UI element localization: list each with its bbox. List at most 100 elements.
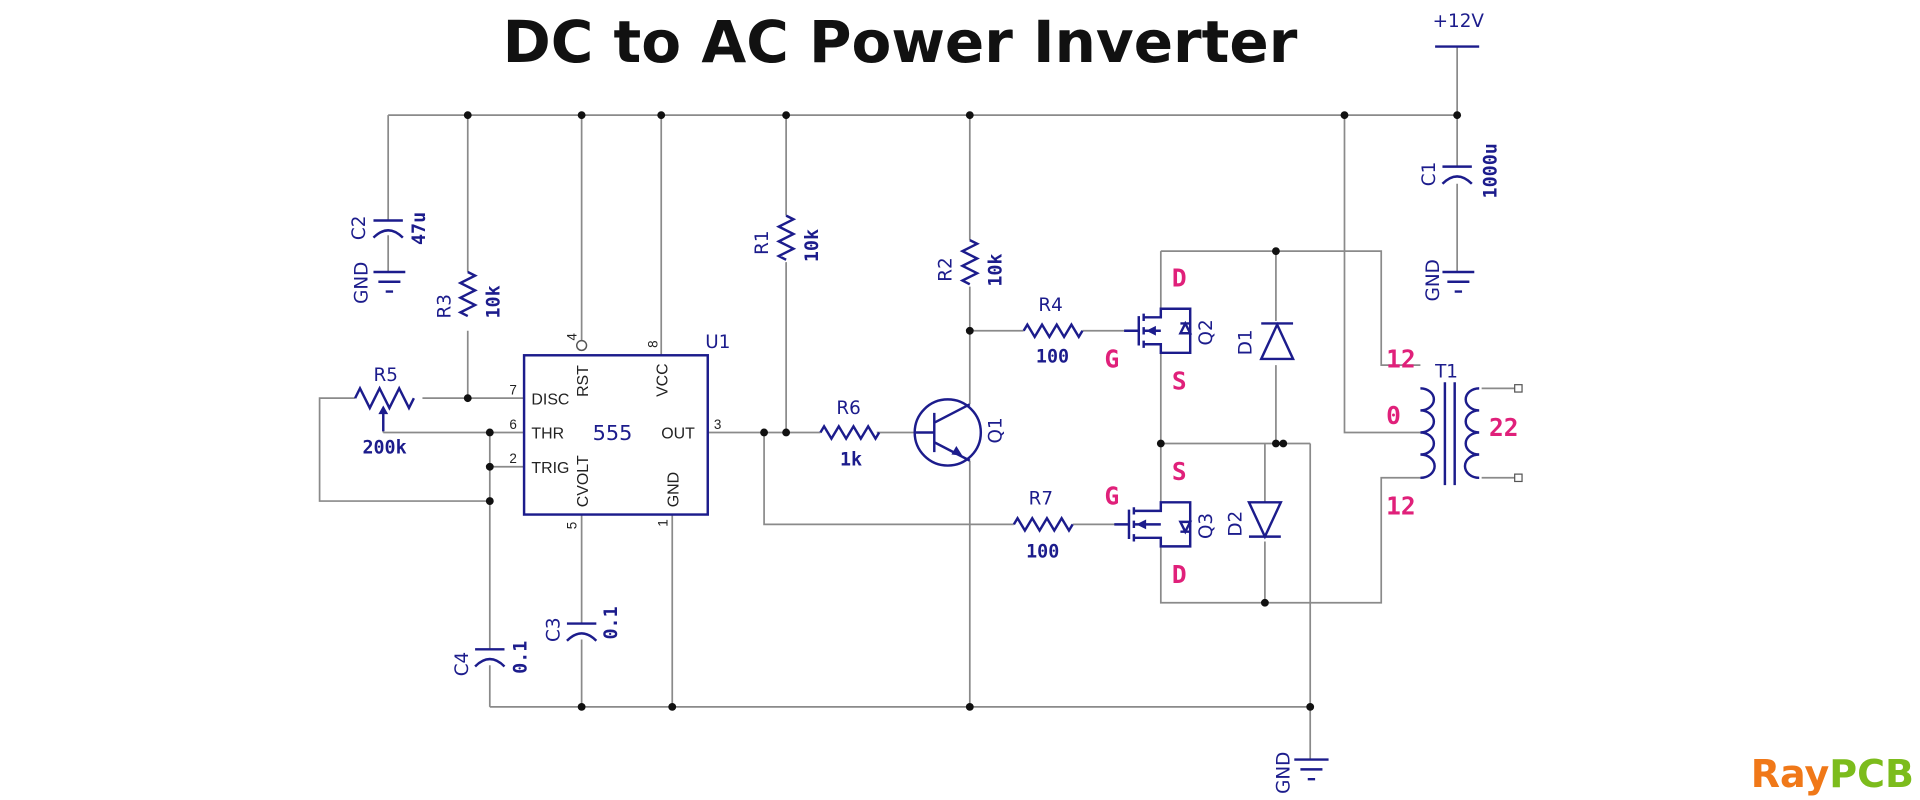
junction-dot <box>1279 439 1288 448</box>
junction-dot <box>577 111 586 120</box>
raypcb-logo: RayPCB <box>1751 752 1914 796</box>
r7-value: 100 <box>1026 541 1059 562</box>
r5-value: 200k <box>362 437 406 458</box>
resistor-r4: R4 100 <box>1022 295 1084 368</box>
mosfet-q3: Q3 S G D <box>1104 457 1217 589</box>
wires <box>318 46 1515 760</box>
pin-num-6: 6 <box>509 417 516 432</box>
junction-dot <box>1453 111 1462 120</box>
t1-secondary-label: 22 <box>1489 413 1518 442</box>
wire-center-tap <box>1343 115 1421 434</box>
d2-ref: D2 <box>1226 511 1247 537</box>
junction-dot <box>1272 439 1280 448</box>
t1-primary-top-label: 12 <box>1386 345 1415 374</box>
pin-num-5: 5 <box>565 522 580 530</box>
junction-dot <box>1156 439 1165 448</box>
junction-dot <box>657 111 666 120</box>
u1-part: 555 <box>593 421 633 445</box>
transistor-q1: Q1 <box>913 398 1007 467</box>
c2-ref: C2 <box>349 216 370 241</box>
t1-center-tap-label: 0 <box>1386 401 1401 430</box>
junction-dot <box>668 702 677 711</box>
r2-value: 10k <box>986 253 1007 286</box>
wire-thr <box>382 416 525 434</box>
resistor-r7: R7 100 <box>1012 489 1074 562</box>
c1-value: 1000u <box>1480 143 1501 198</box>
diode-d2: D2 <box>1226 501 1283 540</box>
capacitor-c4: C4 0.1 <box>452 641 532 677</box>
logo-part-pcb: PCB <box>1829 752 1914 796</box>
junction-dot <box>965 111 974 120</box>
pin-gnd: GND <box>665 472 682 507</box>
q2-source-label: S <box>1172 367 1187 396</box>
junction-dot <box>1260 598 1269 607</box>
diode-d1: D1 <box>1235 321 1295 361</box>
q2-drain-label: D <box>1172 264 1187 293</box>
gnd-label: GND <box>1423 259 1444 301</box>
junction-dot <box>1340 111 1349 120</box>
junction-dot <box>782 428 791 437</box>
pin-trig: TRIG <box>531 460 569 477</box>
pin-num-4: 4 <box>565 333 580 341</box>
pin-disc: DISC <box>531 391 569 408</box>
q3-source-label: S <box>1172 457 1187 486</box>
diagram-title: DC to AC Power Inverter <box>502 8 1298 76</box>
supply-label: +12V <box>1433 11 1485 32</box>
supply-12v: +12V <box>1433 11 1485 48</box>
junction-dot <box>760 428 768 437</box>
pin-rst: RST <box>575 365 592 397</box>
junctions <box>463 111 1462 711</box>
gnd-label: GND <box>1273 752 1294 794</box>
logo-part-ray: Ray <box>1750 752 1830 796</box>
pin-cvolt: CVOLT <box>575 455 592 507</box>
r5-ref: R5 <box>373 365 397 386</box>
r2-ref: R2 <box>935 257 956 281</box>
junction-dot <box>965 326 974 335</box>
r1-ref: R1 <box>752 230 773 254</box>
capacitor-c3: C3 0.1 <box>544 606 623 642</box>
pin-thr: THR <box>531 426 564 443</box>
r3-ref: R3 <box>435 294 456 318</box>
q3-ref: Q3 <box>1196 513 1217 539</box>
junction-dot <box>463 394 472 403</box>
c1-ref: C1 <box>1419 162 1440 187</box>
t1-ref: T1 <box>1434 361 1458 382</box>
junction-dot <box>782 111 791 120</box>
pin-num-8: 8 <box>646 340 661 348</box>
resistor-r3: R3 10k <box>435 270 505 319</box>
q1-ref: Q1 <box>986 417 1007 443</box>
potentiometer-r5: R5 200k <box>354 365 415 458</box>
junction-dot <box>485 462 494 471</box>
r3-value: 10k <box>484 285 505 318</box>
r1-value: 10k <box>802 229 823 262</box>
junction-dot <box>1272 247 1280 256</box>
ground-main: GND <box>1273 752 1329 794</box>
gnd-label: GND <box>351 262 372 304</box>
wire-secondary <box>1481 387 1515 479</box>
pin-num-7: 7 <box>509 382 516 397</box>
u1-ref: U1 <box>705 332 730 353</box>
t1-primary-bottom-label: 12 <box>1386 492 1415 521</box>
ic-u1-555: U1 555 DISC THR TRIG OUT RST VCC CVOLT G… <box>509 332 730 529</box>
capacitor-c1: C1 1000u <box>1419 143 1501 198</box>
pin-vcc: VCC <box>654 363 671 397</box>
c2-value: 47u <box>409 212 430 245</box>
d1-ref: D1 <box>1235 329 1256 355</box>
r7-ref: R7 <box>1029 489 1053 510</box>
q3-gate-label: G <box>1104 482 1119 511</box>
c3-ref: C3 <box>544 617 565 642</box>
c3-value: 0.1 <box>601 606 622 639</box>
ground-c1: GND <box>1423 259 1475 301</box>
r6-value: 1k <box>840 450 862 471</box>
junction-dot <box>485 497 494 505</box>
pin-num-1: 1 <box>655 519 670 527</box>
junction-dot <box>463 111 472 120</box>
r4-ref: R4 <box>1038 295 1062 316</box>
pin-out: OUT <box>661 426 695 443</box>
q2-ref: Q2 <box>1196 319 1217 345</box>
junction-dot <box>1306 702 1315 711</box>
wire-q2-drain <box>1159 250 1421 366</box>
mosfet-q2: Q2 D G S <box>1104 264 1217 396</box>
junction-dot <box>577 702 586 711</box>
